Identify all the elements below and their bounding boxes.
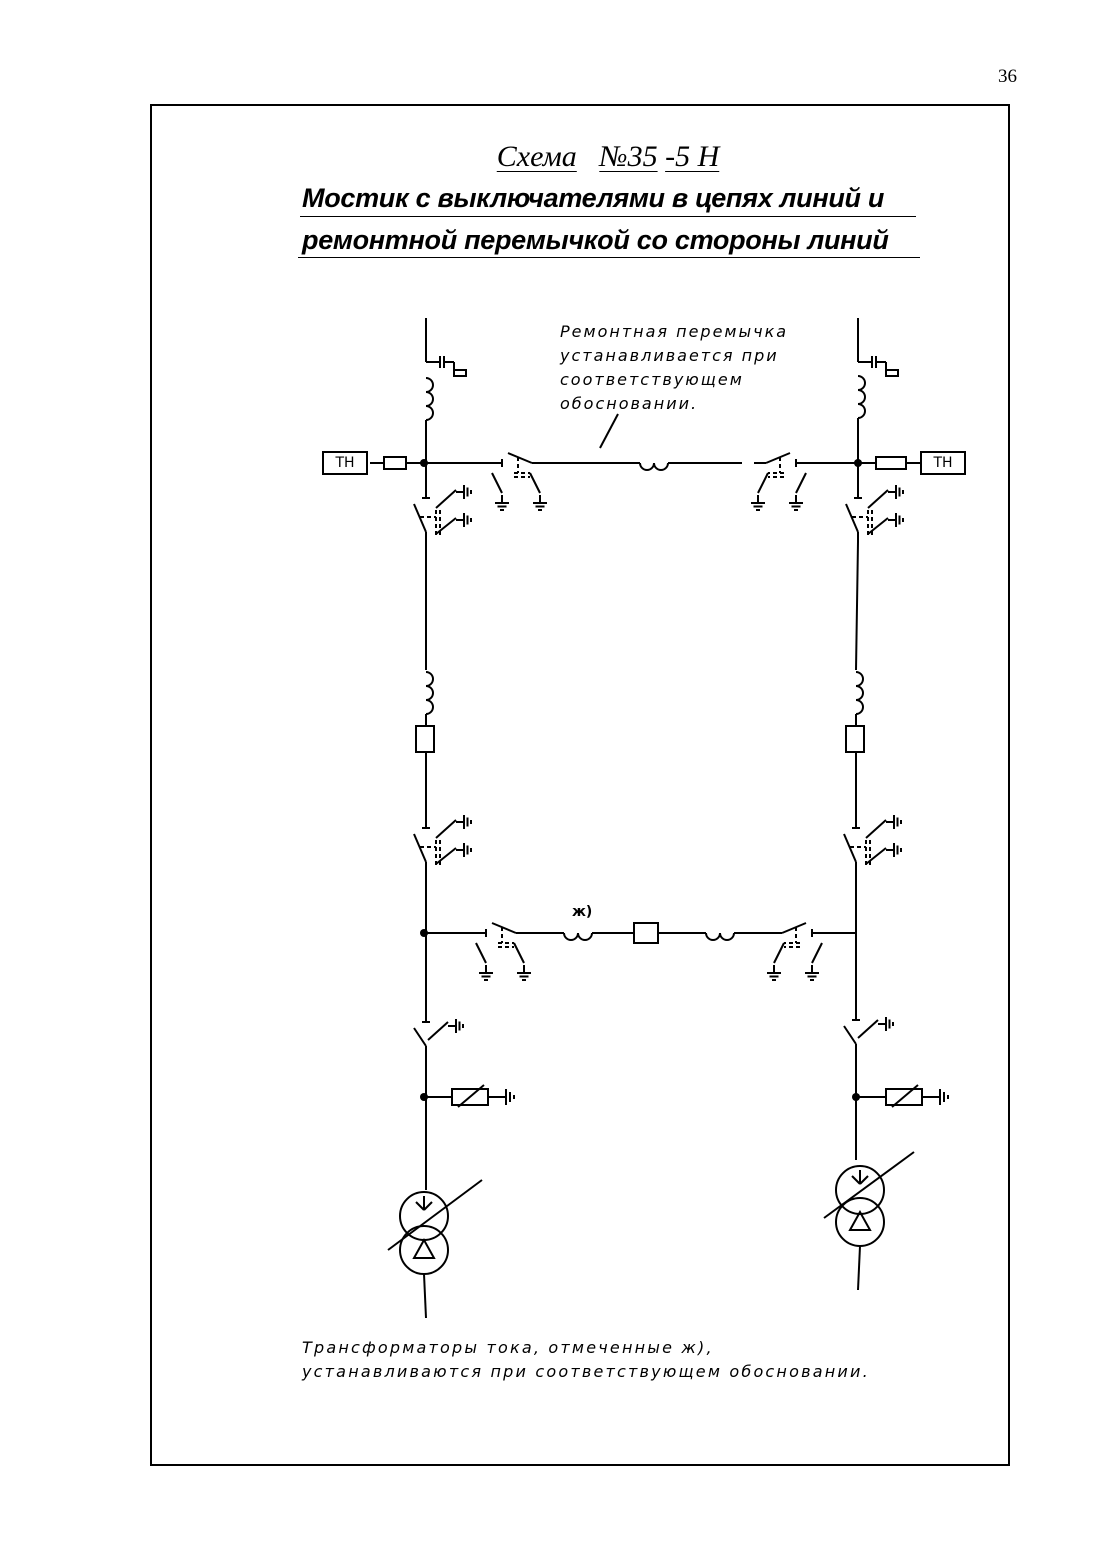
optional-ct-mark: ж) [572, 904, 592, 920]
left-bridge-node [420, 929, 428, 937]
voltage-transformer-left-label: ТН [322, 451, 368, 475]
right-line-chain [823, 318, 915, 1291]
jumper-note-line: Ремонтная перемычка [560, 322, 789, 341]
scheme-title: Схема №35 -5 Н [150, 140, 1066, 174]
ct-footnote: Трансформаторы тока, отмеченные ж), уста… [302, 1336, 870, 1384]
bridge [426, 922, 856, 980]
voltage-transformer-right-label: ТН [920, 451, 966, 475]
title-underline-1 [300, 216, 916, 217]
right-vt-tap [858, 456, 920, 470]
left-vt-tap [370, 456, 426, 470]
title-underline-2 [298, 257, 920, 258]
jumper-note-line: соответствующем [560, 370, 744, 389]
repair-jumper [426, 413, 858, 510]
left-bus-node [420, 459, 428, 467]
jumper-note-line: устанавливается при [560, 346, 779, 365]
left-arrester [424, 1084, 515, 1108]
page-number: 36 [998, 66, 1017, 87]
scheme-number: №35 [599, 140, 658, 173]
scheme-label: Схема [496, 140, 577, 173]
jumper-note-line: обосновании. [560, 394, 699, 413]
title-line-2: ремонтной перемычкой со стороны линий [302, 225, 889, 255]
right-arrester [856, 1084, 949, 1108]
jumper-note: Ремонтная перемычка устанавливается при … [560, 320, 788, 416]
ct-footnote-line: устанавливаются при соответствующем обос… [302, 1362, 870, 1381]
drawing-frame [150, 104, 1010, 1466]
title-line-1: Мостик с выключателями в цепях линий и [302, 183, 885, 213]
left-line-chain [387, 318, 483, 1319]
ct-footnote-line: Трансформаторы тока, отмеченные ж), [302, 1338, 714, 1357]
scheme-suffix: -5 Н [665, 140, 720, 173]
